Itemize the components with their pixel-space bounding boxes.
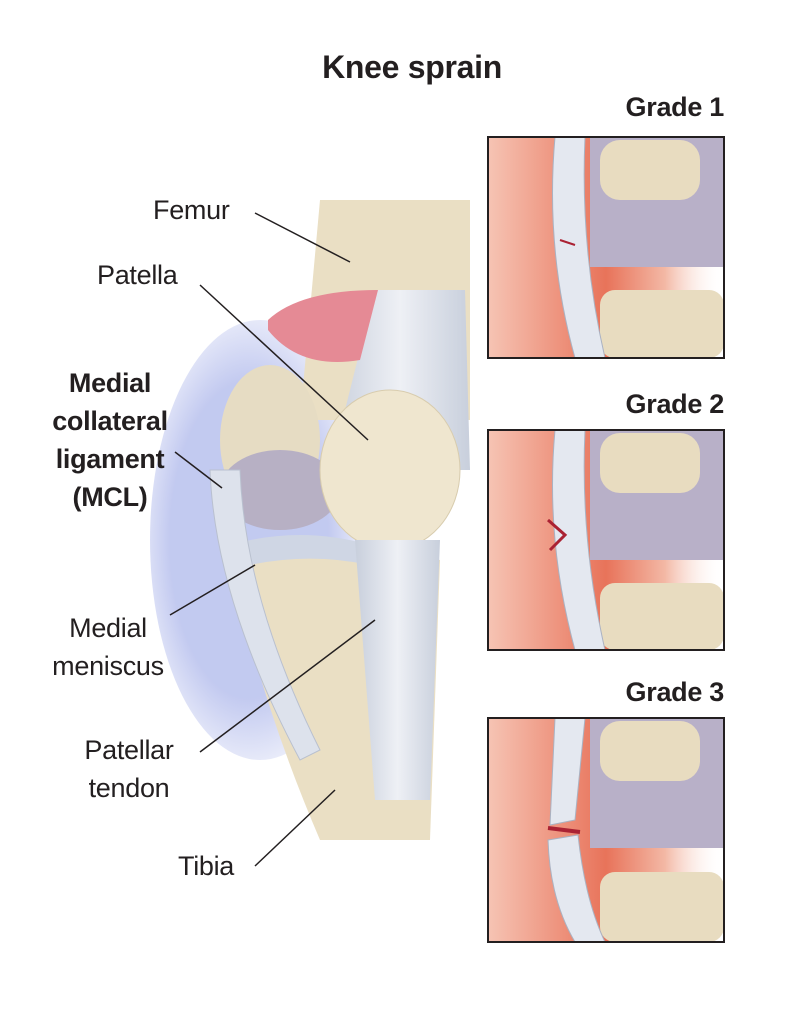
femur-label: Femur: [153, 195, 230, 225]
grade-1-label: Grade 1: [625, 92, 725, 122]
tendon-label-line: tendon: [88, 773, 170, 803]
tendon-label: Patellar tendon: [64, 731, 194, 807]
grade-1-panel: [487, 136, 725, 359]
grade-3-panel: [487, 717, 725, 943]
mcl-label-line: ligament: [55, 444, 165, 474]
medial-meniscus: [230, 535, 370, 570]
meniscus-label-line: meniscus: [52, 651, 164, 681]
patella-bone: [319, 389, 461, 551]
mcl-label: Medial collateral ligament (MCL): [40, 364, 180, 516]
meniscus-label-line: Medial: [69, 613, 147, 643]
grade-2-panel: [487, 429, 725, 651]
mcl-label-line: (MCL): [72, 482, 148, 512]
patellar-tendon: [355, 540, 440, 800]
mcl-label-line: Medial: [68, 368, 152, 398]
grade-3-label: Grade 3: [625, 677, 725, 707]
muscle: [268, 290, 378, 362]
diagram-title: Knee sprain: [322, 49, 502, 85]
grade-2-label: Grade 2: [625, 389, 725, 419]
tendon-label-line: Patellar: [84, 735, 174, 765]
leader-lines: [169, 212, 376, 867]
meniscus-label: Medial meniscus: [38, 609, 178, 685]
tibia-label: Tibia: [178, 851, 235, 881]
mcl-ligament: [209, 469, 321, 761]
mcl-label-line: collateral: [52, 406, 168, 436]
patella-label: Patella: [97, 260, 178, 290]
